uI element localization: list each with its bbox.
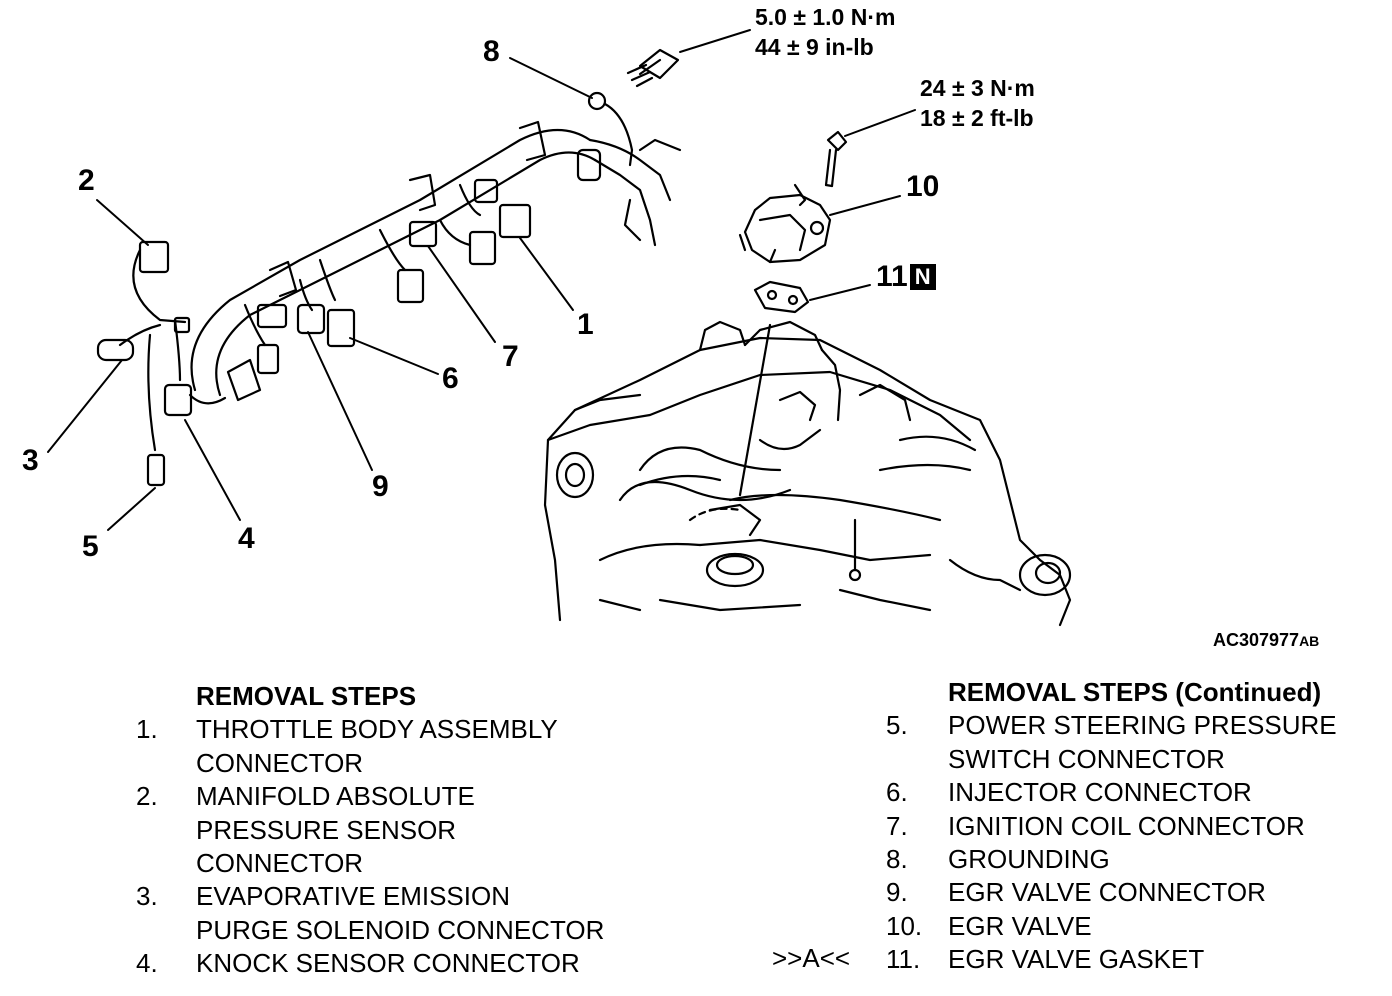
step-number: 2. — [136, 781, 158, 812]
callout-5: 5 — [82, 530, 99, 563]
step-item: 1. THROTTLE BODY ASSEMBLY CONNECTOR — [136, 713, 656, 780]
egr-gasket — [753, 280, 810, 314]
removal-steps-heading: REMOVAL STEPS — [196, 681, 417, 711]
torque-spec-ground-bolt: 5.0 ± 1.0 N·m 44 ± 9 in-lb — [755, 2, 895, 62]
step-text: KNOCK SENSOR CONNECTOR — [196, 948, 580, 979]
step-item: 9. EGR VALVE CONNECTOR — [886, 876, 1376, 909]
callout-3: 3 — [22, 444, 39, 477]
callout-8: 8 — [483, 35, 500, 68]
step-text: THROTTLE BODY ASSEMBLY — [196, 714, 558, 745]
callout-11-number: 11 — [876, 260, 908, 293]
torque-spec-egr-bolt: 24 ± 3 N·m 18 ± 2 ft-lb — [920, 73, 1035, 133]
service-point-mark: >>A<< — [772, 943, 851, 973]
torque-spec-nm: 5.0 ± 1.0 N·m — [755, 4, 896, 30]
step-text: CONNECTOR — [196, 747, 364, 778]
step-text: GROUNDING — [948, 844, 1110, 875]
step-number: 1. — [136, 714, 158, 745]
exploded-view-diagram — [47, 29, 1072, 627]
engine-block — [543, 320, 1072, 627]
step-item: 2. MANIFOLD ABSOLUTE PRESSURE SENSOR CON… — [136, 780, 656, 880]
step-number: 6. — [886, 777, 908, 808]
step-item: 3. EVAPORATIVE EMISSION PURGE SOLENOID C… — [136, 880, 656, 947]
step-number: 7. — [886, 810, 908, 841]
step-text: EGR VALVE GASKET — [948, 944, 1205, 975]
callout-2: 2 — [78, 164, 95, 197]
step-text: POWER STEERING PRESSURE — [948, 710, 1337, 741]
leader-lines — [47, 29, 916, 531]
figure-id-suffix: AB — [1299, 633, 1320, 649]
step-number: 4. — [136, 948, 158, 979]
callout-4: 4 — [238, 522, 255, 555]
step-number: 10. — [886, 910, 923, 941]
step-item: 11. EGR VALVE GASKET — [886, 943, 1376, 976]
step-text: PURGE SOLENOID CONNECTOR — [196, 914, 605, 945]
step-text: INJECTOR CONNECTOR — [948, 777, 1252, 808]
step-text: EVAPORATIVE EMISSION — [196, 881, 510, 912]
step-text: EGR VALVE CONNECTOR — [948, 877, 1266, 908]
wiring-harness — [118, 120, 682, 452]
removal-steps-right: REMOVAL STEPS (Continued) 5. POWER STEER… — [886, 676, 1376, 977]
ground-bolt — [587, 48, 680, 167]
figure-id-main: AC307977 — [1213, 630, 1300, 650]
step-item: 4. KNOCK SENSOR CONNECTOR — [136, 947, 656, 980]
callout-10: 10 — [906, 170, 940, 203]
step-text: PRESSURE SENSOR — [196, 814, 457, 845]
step-item: 6. INJECTOR CONNECTOR — [886, 776, 1376, 809]
step-text: CONNECTOR — [196, 848, 364, 879]
step-number: 11. — [886, 944, 921, 975]
egr-valve — [738, 130, 848, 264]
step-item: 5. POWER STEERING PRESSURE SWITCH CONNEC… — [886, 709, 1376, 776]
step-text: IGNITION COIL CONNECTOR — [948, 810, 1305, 841]
step-item: 10. EGR VALVE — [886, 910, 1376, 943]
callout-1: 1 — [577, 308, 594, 341]
step-text: MANIFOLD ABSOLUTE — [196, 781, 475, 812]
step-number: 5. — [886, 710, 908, 741]
step-text: SWITCH CONNECTOR — [948, 743, 1225, 774]
removal-steps-heading-continued: REMOVAL STEPS (Continued) — [948, 677, 1322, 707]
step-item: 7. IGNITION COIL CONNECTOR — [886, 810, 1376, 843]
step-number: 3. — [136, 881, 158, 912]
torque-spec-ftlb: 18 ± 2 ft-lb — [920, 105, 1034, 131]
torque-spec-nm: 24 ± 3 N·m — [920, 75, 1035, 101]
step-item: 8. GROUNDING — [886, 843, 1376, 876]
step-number: 9. — [886, 877, 908, 908]
step-number: 8. — [886, 844, 908, 875]
torque-spec-inlb: 44 ± 9 in-lb — [755, 34, 874, 60]
removal-steps-left: REMOVAL STEPS 1. THROTTLE BODY ASSEMBLY … — [136, 680, 656, 981]
callout-9: 9 — [372, 470, 389, 503]
harness-connectors — [96, 178, 532, 487]
step-text: EGR VALVE — [948, 910, 1092, 941]
figure-id: AC307977AB — [1213, 630, 1319, 651]
callout-6: 6 — [442, 362, 459, 395]
callout-7: 7 — [502, 340, 519, 373]
non-reusable-mark: N — [909, 264, 936, 290]
